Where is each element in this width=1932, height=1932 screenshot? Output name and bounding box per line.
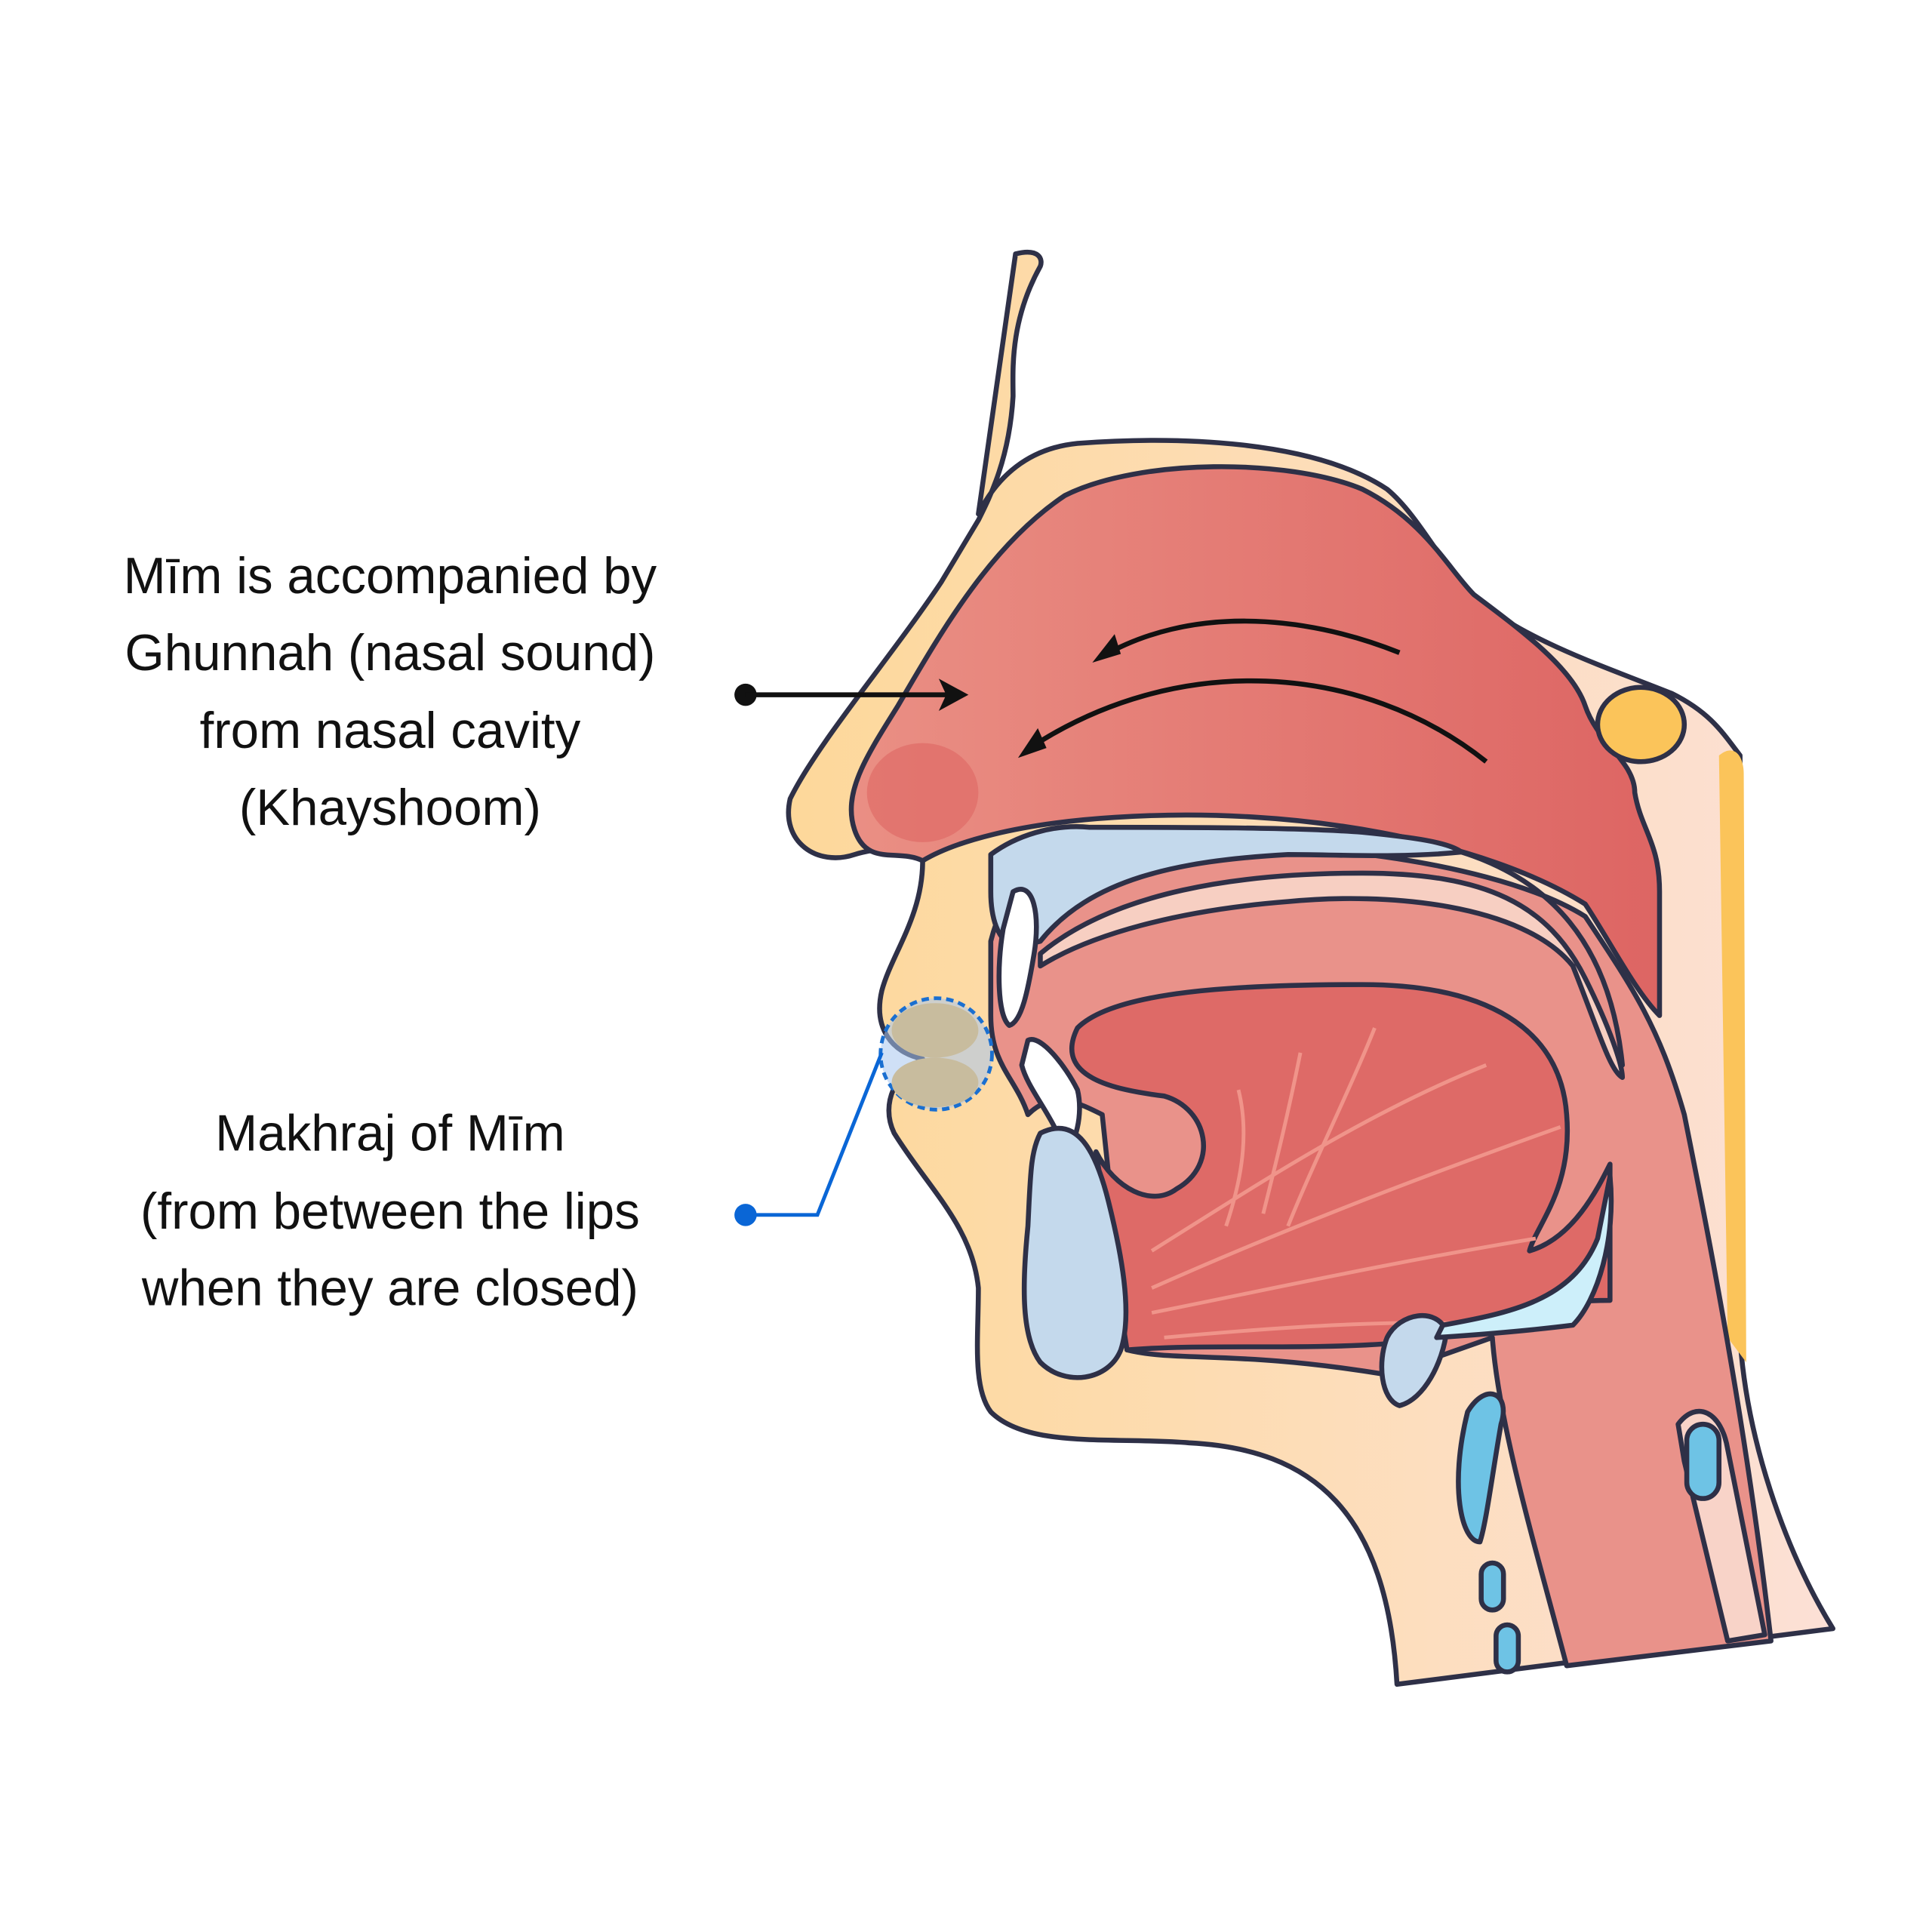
makhraj-label-line: Makhraj of Mīm: [215, 1106, 565, 1162]
velum-line: [1459, 849, 1626, 1068]
nasal-label-line: (Khayshoom): [239, 780, 541, 836]
hyoid: [1379, 1312, 1449, 1408]
pointer-line-lips: [745, 1051, 884, 1217]
lower-lip: [891, 1057, 979, 1108]
arrowhead-icon: [938, 678, 969, 711]
soft-palate: [1038, 870, 1626, 1080]
airflow-arrows: [1026, 618, 1488, 764]
sinus: [1595, 685, 1687, 764]
mandible: [1021, 1126, 1129, 1380]
trachea-ring: [1494, 1622, 1521, 1675]
upper-tooth: [996, 887, 1039, 1029]
hard-palate: [988, 824, 1464, 950]
arrowhead-icon: [1092, 634, 1121, 663]
trachea-ring: [1478, 1560, 1506, 1613]
larynx-cartilage: [1456, 1391, 1506, 1545]
epiglottis: [1434, 1174, 1614, 1340]
makhraj-label-line: (from between the lips: [140, 1183, 640, 1240]
nasal-label-line: from nasal cavity: [200, 703, 581, 759]
spine-stripe: [1718, 750, 1746, 1363]
tongue-muscle-lines: [1150, 1027, 1561, 1340]
nasal-label-line: Ghunnah (nasal sound): [125, 625, 655, 681]
vertebra-disc: [1684, 1421, 1722, 1501]
nasal-concha: [866, 743, 979, 842]
makhraj-label-line: when they are closed): [141, 1260, 638, 1317]
upper-lip: [891, 1003, 979, 1058]
arrowhead-icon: [1017, 728, 1047, 758]
nasal-label-line: Mīm is accompanied by: [124, 548, 657, 605]
